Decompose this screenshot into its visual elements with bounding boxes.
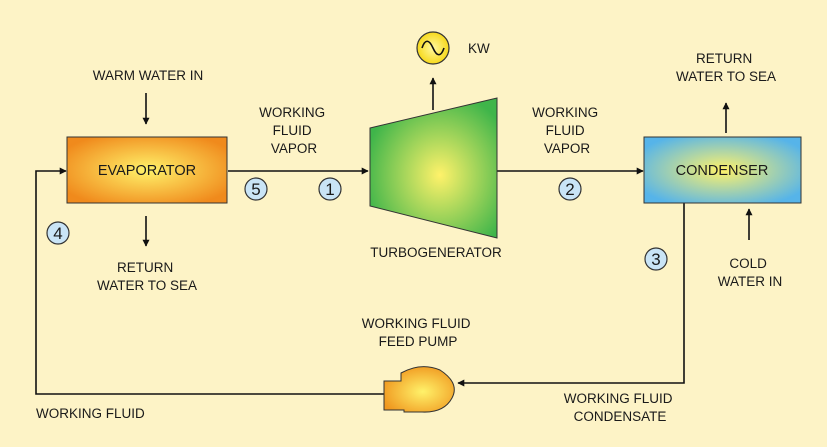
pump-icon [383, 366, 455, 413]
working-fluid-label: WORKING FLUID [36, 406, 145, 421]
turbogenerator-label: TURBOGENERATOR [370, 245, 502, 260]
condenser-label: CONDENSER [676, 163, 769, 179]
evap-return-label: RETURN WATER TO SEA [97, 260, 197, 293]
condenser: CONDENSER [643, 136, 802, 204]
evaporator-box [66, 136, 228, 204]
vapor-right-line3: VAPOR [544, 141, 591, 156]
vapor-right-line1: WORKING [532, 105, 598, 120]
vapor-right-line2: FLUID [546, 123, 585, 138]
vapor-left-line3: VAPOR [271, 141, 318, 156]
turbogenerator: TURBOGENERATOR [369, 97, 502, 260]
condensate-label: WORKING FLUID CONDENSATE [564, 391, 677, 424]
ac-generator-icon [416, 31, 450, 65]
cond-return-label: RETURN WATER TO SEA [676, 51, 776, 84]
feed-pump-label: WORKING FLUID FEED PUMP [362, 316, 475, 349]
feed-pump-label-line2: FEED PUMP [379, 334, 458, 349]
warm-water-in-label: WARM WATER IN [93, 68, 204, 83]
state-point-5-label: 5 [251, 180, 260, 199]
state-point-2-label: 2 [565, 180, 574, 199]
cond-return-line1: RETURN [696, 51, 752, 66]
vapor-left-label: WORKING FLUID VAPOR [259, 105, 329, 156]
working-fluid-return-line [35, 167, 384, 395]
evaporator-label: EVAPORATOR [98, 163, 196, 179]
generator: KW [416, 31, 490, 65]
condensate-line-to-pump [457, 202, 685, 387]
condensate-line1: WORKING FLUID [564, 391, 673, 406]
condenser-box [643, 136, 802, 204]
cond-return-line2: WATER TO SEA [676, 69, 776, 84]
state-point-4-label: 4 [53, 224, 62, 243]
state-point-3-label: 3 [651, 250, 660, 269]
cold-water-in-line1: COLD [729, 256, 767, 271]
state-point-1: 1 [318, 177, 342, 201]
vapor-right-label: WORKING FLUID VAPOR [532, 105, 602, 156]
flow-lines [35, 77, 753, 395]
condensate-line2: CONDENSATE [574, 409, 667, 424]
state-point-1-label: 1 [325, 180, 334, 199]
state-point-5: 5 [244, 177, 268, 201]
vapor-left-line1: WORKING [259, 105, 325, 120]
cold-water-in-line2: WATER IN [718, 274, 783, 289]
kw-label: KW [468, 41, 490, 56]
state-point-2: 2 [558, 177, 582, 201]
cold-water-in-label: COLD WATER IN [718, 256, 783, 289]
evap-return-label-line1: RETURN [117, 260, 173, 275]
turbine-icon [369, 97, 498, 239]
evap-return-label-line2: WATER TO SEA [97, 278, 197, 293]
state-point-4: 4 [46, 221, 70, 245]
feed-pump: WORKING FLUID FEED PUMP [362, 316, 475, 413]
feed-pump-label-line1: WORKING FLUID [362, 316, 471, 331]
state-point-3: 3 [644, 247, 668, 271]
vapor-left-line2: FLUID [273, 123, 312, 138]
evaporator: EVAPORATOR [66, 136, 228, 204]
